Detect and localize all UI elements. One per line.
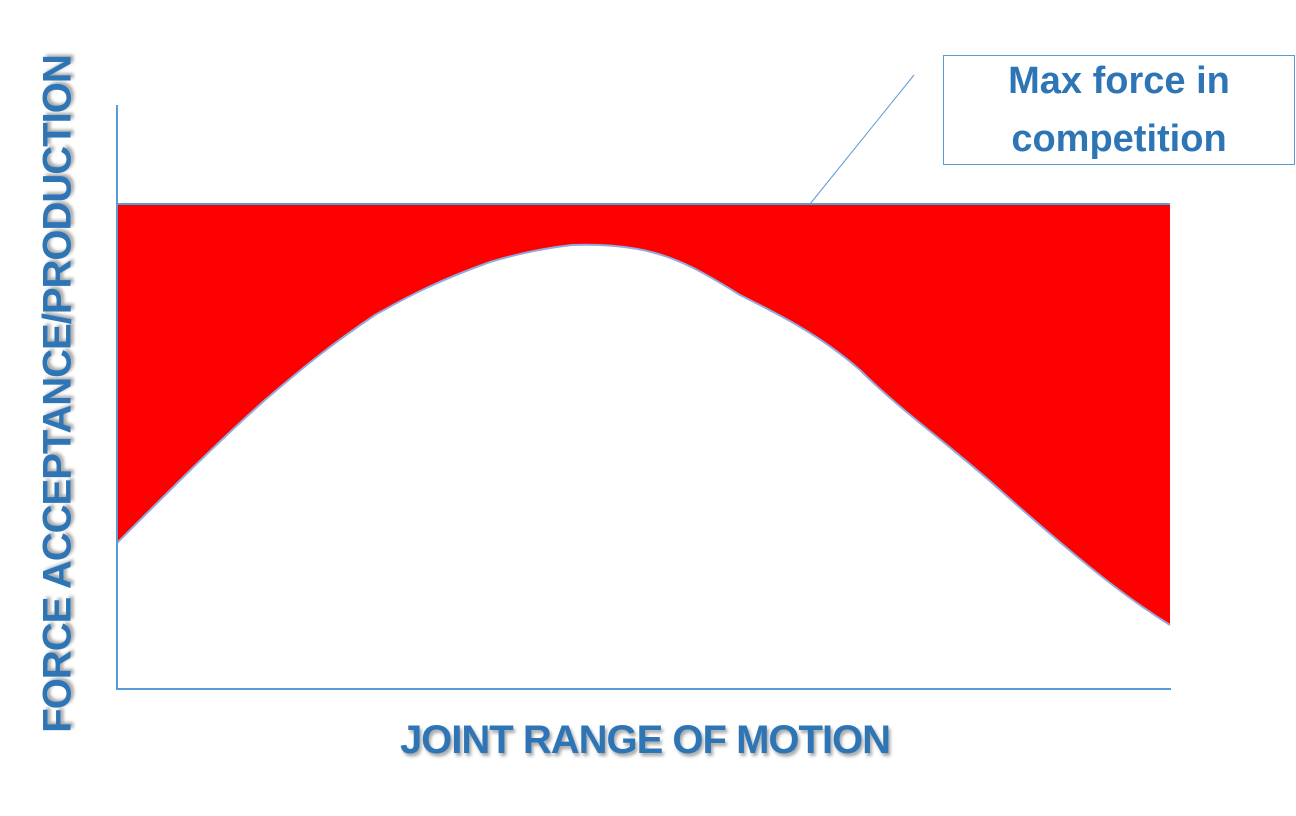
callout-label: Max force in competition [1008, 60, 1230, 160]
x-axis-label: JOINT RANGE OF MOTION [399, 718, 891, 762]
y-axis-label: FORCE ACCEPTANCE/PRODUCTION [35, 55, 80, 733]
callout-box: Max force in competition [943, 55, 1295, 165]
callout-leader-line [809, 74, 915, 205]
force-gap-region [117, 205, 1170, 625]
force-curve [116, 243, 1171, 626]
